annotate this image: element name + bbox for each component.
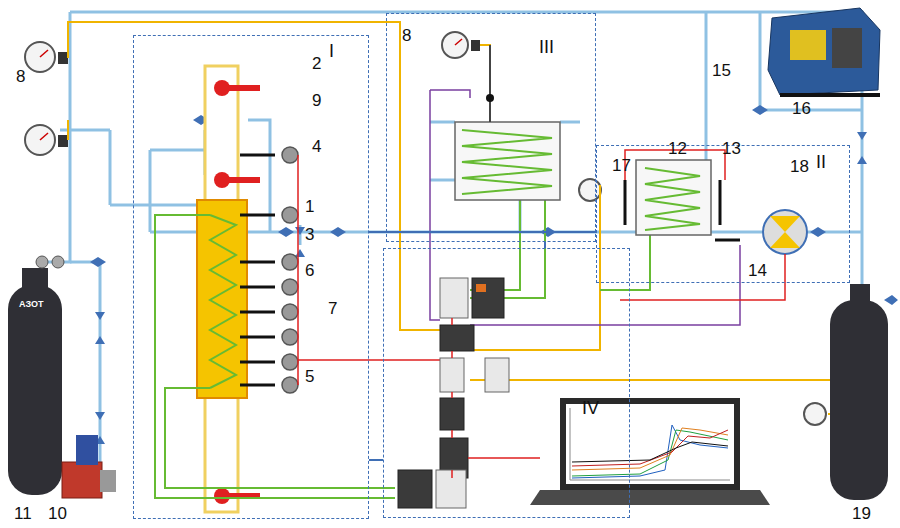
nitrogen-cylinder xyxy=(8,256,64,495)
callout-number: 3 xyxy=(305,226,314,243)
callout-number: 14 xyxy=(748,262,767,279)
heat-exchanger-ii xyxy=(470,150,807,325)
callout-number: 1 xyxy=(305,198,314,215)
receiver-cylinder xyxy=(830,284,888,500)
column xyxy=(197,66,260,512)
callout-number: 12 xyxy=(668,140,687,157)
compressor xyxy=(768,8,880,95)
callout-number: 17 xyxy=(612,157,631,174)
callout-number: 8 xyxy=(16,68,25,85)
pressure-gauges xyxy=(25,32,826,425)
dashed-region: II xyxy=(596,145,850,283)
callout-number: 5 xyxy=(305,368,314,385)
pipe-connector xyxy=(369,459,383,461)
region-numeral: III xyxy=(539,38,554,56)
callout-number: 9 xyxy=(312,92,321,109)
dashed-region: III xyxy=(386,13,596,242)
dashed-region: I xyxy=(133,35,369,519)
signal-wires-yellow xyxy=(68,22,845,414)
callout-number: 7 xyxy=(328,300,337,317)
callout-number: 8 xyxy=(402,27,411,44)
region-numeral: II xyxy=(816,153,826,171)
cylinder-marking: АЗОТ xyxy=(19,300,44,309)
callout-number: 11 xyxy=(14,505,32,522)
callout-number: 18 xyxy=(790,158,809,175)
dashed-region: IV xyxy=(383,248,630,518)
callout-number: 6 xyxy=(305,262,314,279)
region-numeral: I xyxy=(329,42,334,60)
pipe-connector xyxy=(369,231,596,233)
callout-number: 15 xyxy=(712,62,731,79)
callout-number: 13 xyxy=(722,140,741,157)
region-numeral: IV xyxy=(582,399,599,417)
laptop xyxy=(530,398,770,505)
pump xyxy=(62,435,116,498)
callout-number: 16 xyxy=(792,100,811,117)
callout-number: 19 xyxy=(852,505,871,522)
callout-number: 10 xyxy=(48,505,67,522)
thermocouples xyxy=(240,147,440,393)
callout-number: 2 xyxy=(312,55,321,72)
callout-number: 4 xyxy=(312,138,321,155)
control-unit xyxy=(398,278,540,508)
heat-exchanger-iii xyxy=(430,45,560,320)
